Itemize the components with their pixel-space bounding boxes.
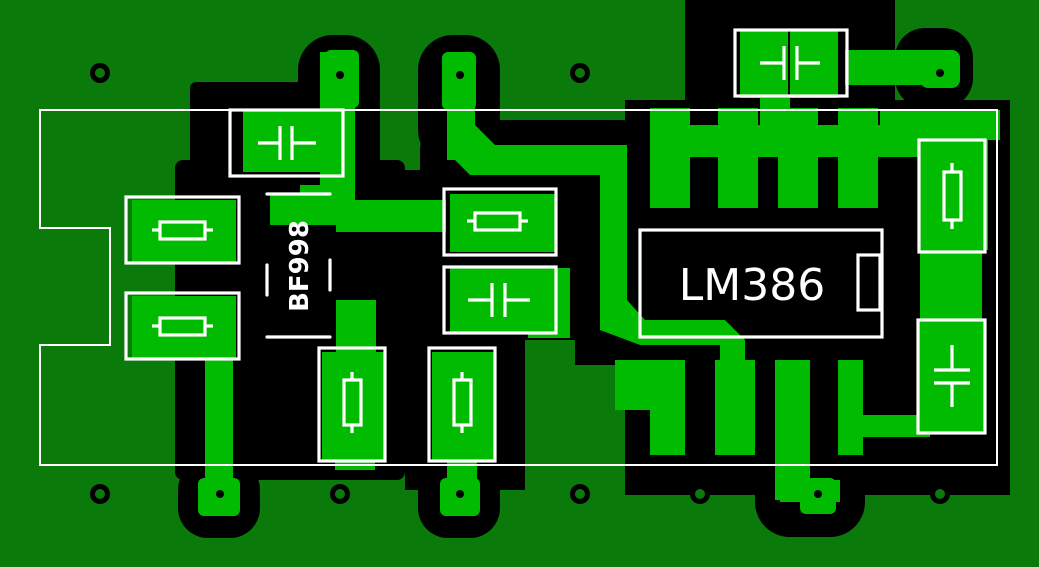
resistor-r2 xyxy=(124,291,241,361)
capacitor-c4 xyxy=(916,318,987,435)
board-outline xyxy=(39,109,998,466)
transistor-label: BF998 xyxy=(285,220,315,312)
capacitor-c1 xyxy=(228,108,345,178)
pad-holes xyxy=(216,69,944,498)
ic-outline xyxy=(638,228,884,339)
resistor-r6 xyxy=(917,138,987,254)
transistor-outline xyxy=(265,192,332,339)
hole xyxy=(570,63,590,83)
resistor-r4 xyxy=(317,346,387,463)
resistor-r3 xyxy=(442,187,558,257)
resistor-r1 xyxy=(124,195,241,265)
hole xyxy=(330,484,350,504)
hole xyxy=(90,63,110,83)
hole xyxy=(570,484,590,504)
mounting-holes xyxy=(90,63,950,504)
hole xyxy=(930,484,950,504)
ic-label: LM386 xyxy=(679,260,825,311)
hole xyxy=(90,484,110,504)
hole xyxy=(690,484,710,504)
capacitor-c2 xyxy=(733,28,849,98)
capacitor-c3 xyxy=(442,265,558,335)
resistor-r5 xyxy=(427,346,497,463)
